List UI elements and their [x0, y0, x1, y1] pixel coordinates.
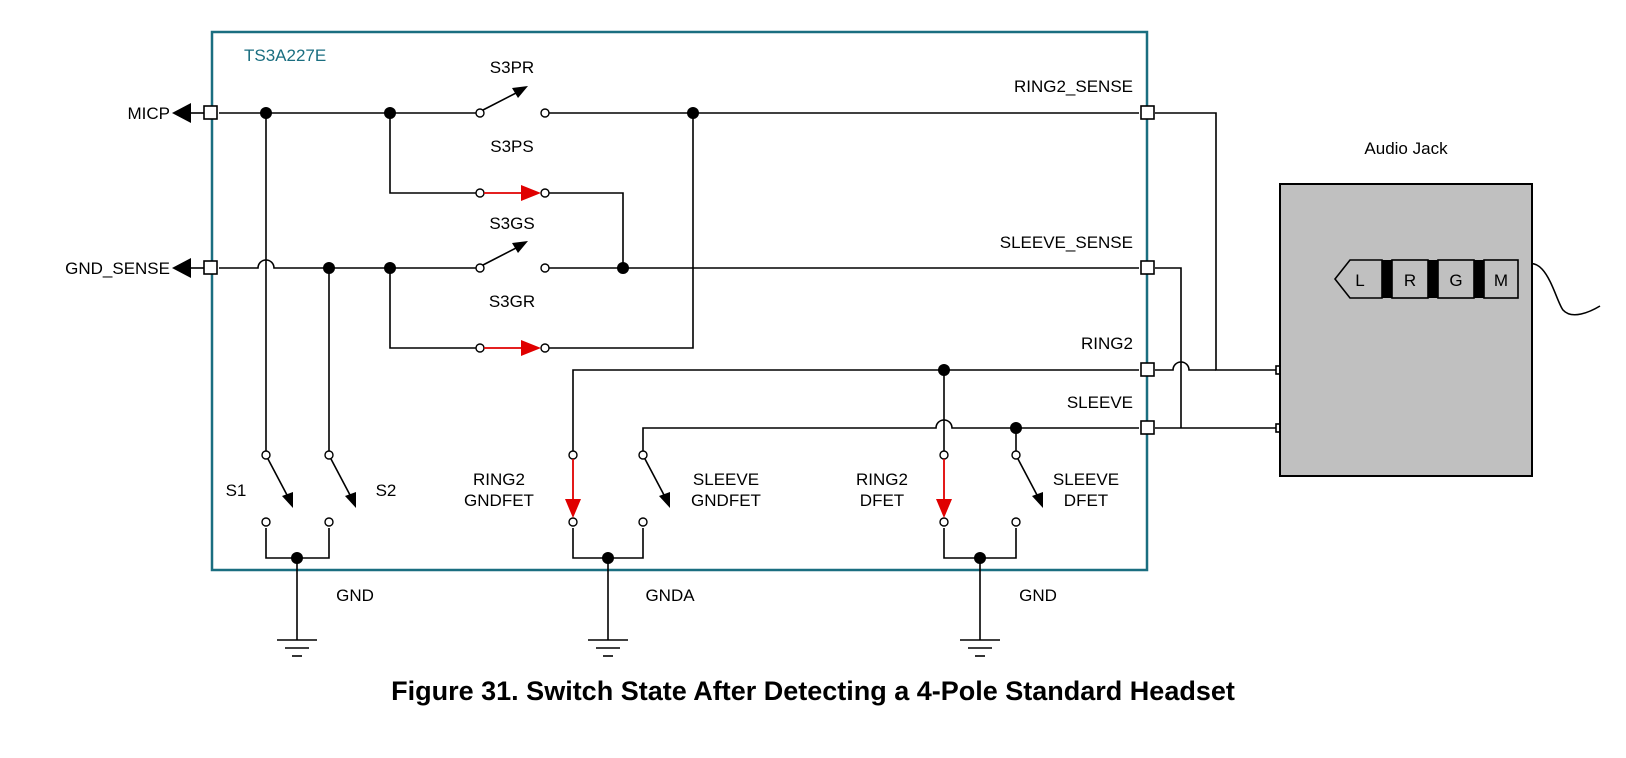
switch-sleeve-gndfet — [638, 450, 670, 527]
jack-plug — [1333, 259, 1519, 299]
label-s1: S1 — [226, 481, 247, 500]
label-sleeve-dfet-1: SLEEVE — [1053, 470, 1119, 489]
ground-symbol-3 — [960, 639, 1000, 657]
jack-segment-m: M — [1494, 271, 1508, 290]
switch-s3ps — [475, 185, 550, 201]
label-ring2-dfet-2: DFET — [860, 491, 904, 510]
label-s3pr: S3PR — [490, 58, 534, 77]
audio-jack-title: Audio Jack — [1364, 139, 1448, 158]
gnd-sense-arrow — [172, 258, 191, 278]
label-ring2: RING2 — [1081, 334, 1133, 353]
label-gnd-2: GND — [1019, 586, 1057, 605]
label-sleeve-gndfet-2: GNDFET — [691, 491, 761, 510]
jack-segment-g: G — [1449, 271, 1462, 290]
figure-caption: Figure 31. Switch State After Detecting … — [391, 676, 1235, 706]
switch-s3gs — [475, 241, 550, 273]
ground-symbol-1 — [277, 639, 317, 657]
label-s3gs: S3GS — [489, 214, 534, 233]
switch-s1 — [261, 450, 293, 527]
label-sleeve-dfet-2: DFET — [1064, 491, 1108, 510]
label-s2: S2 — [376, 481, 397, 500]
label-ring2-gndfet-1: RING2 — [473, 470, 525, 489]
switch-s2 — [324, 450, 356, 527]
chip-label: TS3A227E — [244, 46, 326, 65]
label-gnd-1: GND — [336, 586, 374, 605]
ground-symbol-2 — [588, 639, 628, 657]
label-s3gr: S3GR — [489, 292, 535, 311]
label-gnda: GNDA — [645, 586, 695, 605]
switch-s3gr — [475, 340, 550, 356]
switch-ring2-gndfet — [565, 450, 581, 527]
wires — [219, 112, 1601, 640]
switch-sleeve-dfet — [1011, 450, 1043, 527]
micp-arrow — [172, 103, 191, 123]
jack-segment-l: L — [1355, 271, 1364, 290]
label-ring2-gndfet-2: GNDFET — [464, 491, 534, 510]
label-sleeve: SLEEVE — [1067, 393, 1133, 412]
audio-jack-box — [1279, 183, 1533, 477]
chip-outline — [210, 30, 1149, 572]
junctions — [260, 107, 1022, 564]
label-sleeve-sense: SLEEVE_SENSE — [1000, 233, 1133, 252]
pins — [203, 105, 1285, 435]
label-ring2-sense: RING2_SENSE — [1014, 77, 1133, 96]
jack-segment-r: R — [1404, 271, 1416, 290]
label-gnd-sense: GND_SENSE — [65, 259, 170, 278]
label-s3ps: S3PS — [490, 137, 533, 156]
switch-ring2-dfet — [936, 450, 952, 527]
label-micp: MICP — [128, 104, 171, 123]
label-sleeve-gndfet-1: SLEEVE — [693, 470, 759, 489]
label-ring2-dfet-1: RING2 — [856, 470, 908, 489]
switch-s3pr — [475, 86, 550, 118]
